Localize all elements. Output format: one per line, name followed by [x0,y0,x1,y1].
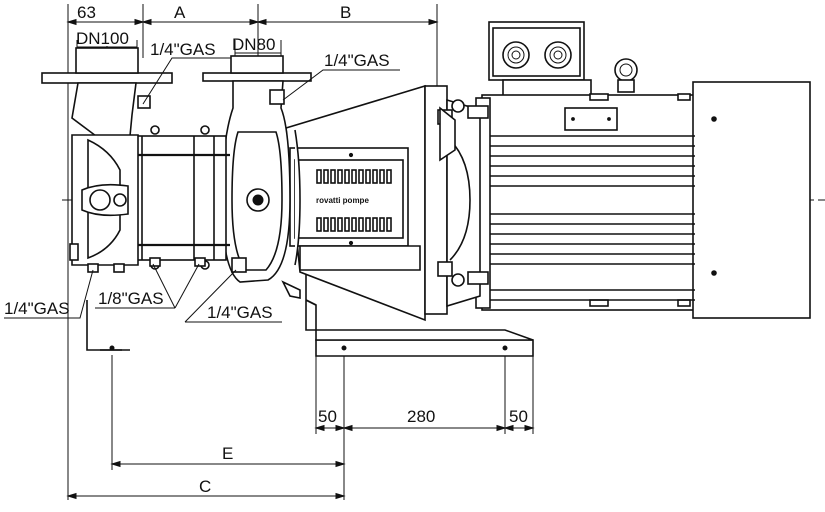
leader-lines [4,57,400,323]
dim-e-label: E [222,444,233,463]
delivery-volute [202,55,312,283]
stage-casings [95,125,230,270]
connection-taps [87,257,301,299]
vent-slots-bottom [316,217,392,232]
base-plate [86,260,534,357]
gas-delivery-bottom-label: 1/4"GAS [207,303,273,322]
dim-a-label: A [174,3,186,22]
gas-eighth-label: 1/8"GAS [98,289,164,308]
dim-b-label: B [340,3,351,22]
electric-motor [475,21,811,319]
gas-suction-top-label: 1/4"GAS [150,40,216,59]
dim-50-left-label: 50 [318,407,337,426]
dimension-labels: 63 A B DN100 DN80 1/4"GAS 1/4"GAS 1/4"GA… [4,3,528,496]
brand-plate-text: rovatti pompe [316,196,369,205]
bearing-housing: rovatti pompe [289,129,421,271]
motor-cooling-fins [490,135,695,301]
dim-63-label: 63 [77,3,96,22]
dim-c-label: C [199,477,211,496]
dn-suction-label: DN100 [76,29,129,48]
suction-casing [41,47,173,266]
vent-slots-top [316,169,392,184]
gas-delivery-top-label: 1/4"GAS [324,51,390,70]
dim-280-label: 280 [407,407,435,426]
gas-left-bottom-label: 1/4"GAS [4,299,70,318]
dn-delivery-label: DN80 [232,35,275,54]
dim-50-right-label: 50 [509,407,528,426]
